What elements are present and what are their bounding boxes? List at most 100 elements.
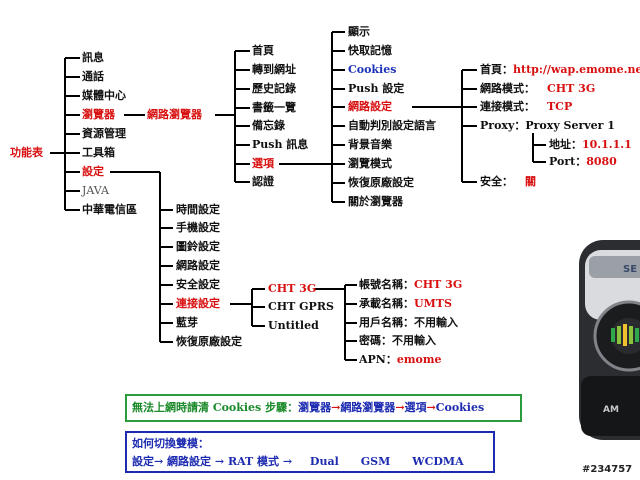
account-apn-label: APN： (359, 353, 397, 366)
option-network-settings: 網路設定 (348, 100, 392, 113)
account-bearer-value: UMTS (414, 297, 452, 310)
browser-item-home: 首頁 (252, 44, 274, 57)
net-security-label: 安全： (480, 175, 513, 188)
net-security-value: 關 (525, 175, 536, 188)
net-port-value: 8080 (586, 155, 617, 168)
cookies-step-2: 網路瀏覽器 (340, 401, 396, 414)
menu-item-resources: 資源管理 (82, 127, 126, 140)
arrow-icon: → (395, 401, 405, 414)
dual-step-network: 網路設定 (167, 455, 212, 468)
net-mode-value: CHT 3G (547, 82, 596, 95)
account-user: 用戶名稱：不用輸入 (359, 316, 458, 330)
option-bgm: 背景音樂 (348, 138, 392, 151)
menu-item-settings: 設定 (82, 165, 104, 178)
cookies-step-4: Cookies (435, 401, 485, 414)
dual-step-rat: RAT 模式 (227, 455, 280, 468)
net-conn-value: TCP (547, 100, 573, 113)
option-browse-mode: 瀏覽模式 (348, 157, 392, 170)
dual-option-wcdma: WCDMA (412, 455, 464, 468)
browser-item-push: Push 訊息 (252, 138, 309, 151)
settings-item-network: 網路設定 (176, 259, 220, 272)
option-display: 顯示 (348, 25, 370, 38)
menu-item-messages: 訊息 (82, 51, 104, 64)
arrow-icon: → (154, 455, 168, 468)
svg-text:SE: SE (623, 264, 637, 275)
option-push-settings: Push 設定 (348, 82, 405, 95)
browser-item-memo: 備忘錄 (252, 119, 285, 132)
account-apn-value: emome (396, 353, 442, 366)
arrow-icon: → (331, 401, 341, 414)
cookies-step-3: 選項 (404, 401, 427, 414)
browser-item-options: 選項 (252, 157, 274, 170)
net-home: 首頁：http://wap.emome.net (480, 63, 640, 77)
menu-item-media: 媒體中心 (82, 89, 126, 102)
net-security: 安全： 關 (480, 175, 536, 189)
net-conn: 連接模式： TCP (480, 100, 572, 114)
profile-cht-gprs: CHT GPRS (268, 300, 334, 313)
browser-item-cert: 認證 (252, 175, 274, 188)
menu-item-calls: 通話 (82, 70, 104, 83)
settings-item-connection: 連接設定 (176, 297, 220, 310)
settings-item-ringtone: 圖鈴設定 (176, 240, 220, 253)
net-port-label: Port： (549, 155, 587, 168)
account-bearer-label: 承載名稱： (359, 297, 414, 310)
settings-item-security: 安全設定 (176, 278, 220, 291)
cookies-step-1: 瀏覽器 (298, 401, 332, 414)
profile-cht-3g: CHT 3G (268, 282, 317, 295)
menu-item-cht-zone: 中華電信區 (82, 203, 137, 216)
account-password-label: 密碼： (359, 334, 392, 347)
cookies-note-prefix: 無法上網時請清 Cookies 步驟： (132, 401, 299, 414)
option-factory-reset: 恢復原廠設定 (348, 176, 414, 189)
arrow-icon: → (211, 455, 228, 468)
settings-item-phone: 手機設定 (176, 221, 220, 234)
account-name: 帳號名稱：CHT 3G (359, 278, 462, 292)
browser-item-bookmarks: 書籤一覽 (252, 101, 296, 114)
browser-item-goto-url: 轉到網址 (252, 63, 296, 76)
web-browser-label: 網路瀏覽器 (147, 108, 202, 121)
account-apn: APN：emome (359, 353, 442, 367)
account-user-label: 用戶名稱： (359, 316, 414, 329)
option-auto-language: 自動判別設定語言 (348, 119, 436, 132)
net-mode: 網路模式： CHT 3G (480, 82, 595, 96)
dual-option-dual: Dual (309, 455, 339, 468)
settings-item-reset: 恢復原廠設定 (176, 335, 242, 348)
net-home-url: http://wap.emome.net (513, 63, 640, 76)
net-addr: 地址：10.1.1.1 (549, 138, 632, 152)
net-addr-value: 10.1.1.1 (582, 138, 632, 151)
net-proxy: Proxy：Proxy Server 1 (480, 119, 615, 132)
option-cookies: Cookies (348, 63, 397, 76)
arrow-icon: → (279, 455, 296, 468)
menu-item-java: JAVA (82, 184, 109, 197)
phone-image: SE AM (579, 240, 640, 440)
menu-item-toolbox: 工具箱 (82, 146, 115, 159)
arrow-icon: → (426, 401, 436, 414)
account-name-value: CHT 3G (414, 278, 463, 291)
option-cache: 快取記憶 (348, 44, 392, 57)
net-conn-label: 連接模式： (480, 100, 535, 113)
option-about: 關於瀏覽器 (348, 195, 403, 208)
account-name-label: 帳號名稱： (359, 278, 414, 291)
net-port: Port：8080 (549, 155, 617, 169)
menu-item-browser: 瀏覽器 (82, 108, 115, 121)
dual-option-gsm: GSM (360, 455, 391, 468)
root-label: 功能表 (10, 146, 43, 159)
settings-item-time: 時間設定 (176, 203, 220, 216)
browser-item-history: 歷史記錄 (252, 82, 296, 95)
dual-step-settings: 設定 (132, 455, 154, 468)
cookies-note-box: 無法上網時請清 Cookies 步驟：瀏覽器→網路瀏覽器→選項→Cookies (125, 394, 522, 422)
account-bearer: 承載名稱：UMTS (359, 297, 452, 311)
net-mode-label: 網路模式： (480, 82, 535, 95)
account-password: 密碼：不用輸入 (359, 334, 436, 348)
profile-untitled: Untitled (268, 319, 319, 332)
account-password-value: 不用輸入 (392, 334, 436, 347)
svg-text:AM: AM (603, 405, 619, 415)
net-home-label: 首頁： (480, 63, 513, 76)
dual-mode-title: 如何切換雙模： (132, 437, 209, 450)
account-user-value: 不用輸入 (414, 316, 458, 329)
settings-item-bluetooth: 藍芽 (176, 316, 198, 329)
cookies-note-line: 無法上網時請清 Cookies 步驟：瀏覽器→網路瀏覽器→選項→Cookies (132, 401, 484, 415)
watermark: #234757 (582, 464, 633, 475)
